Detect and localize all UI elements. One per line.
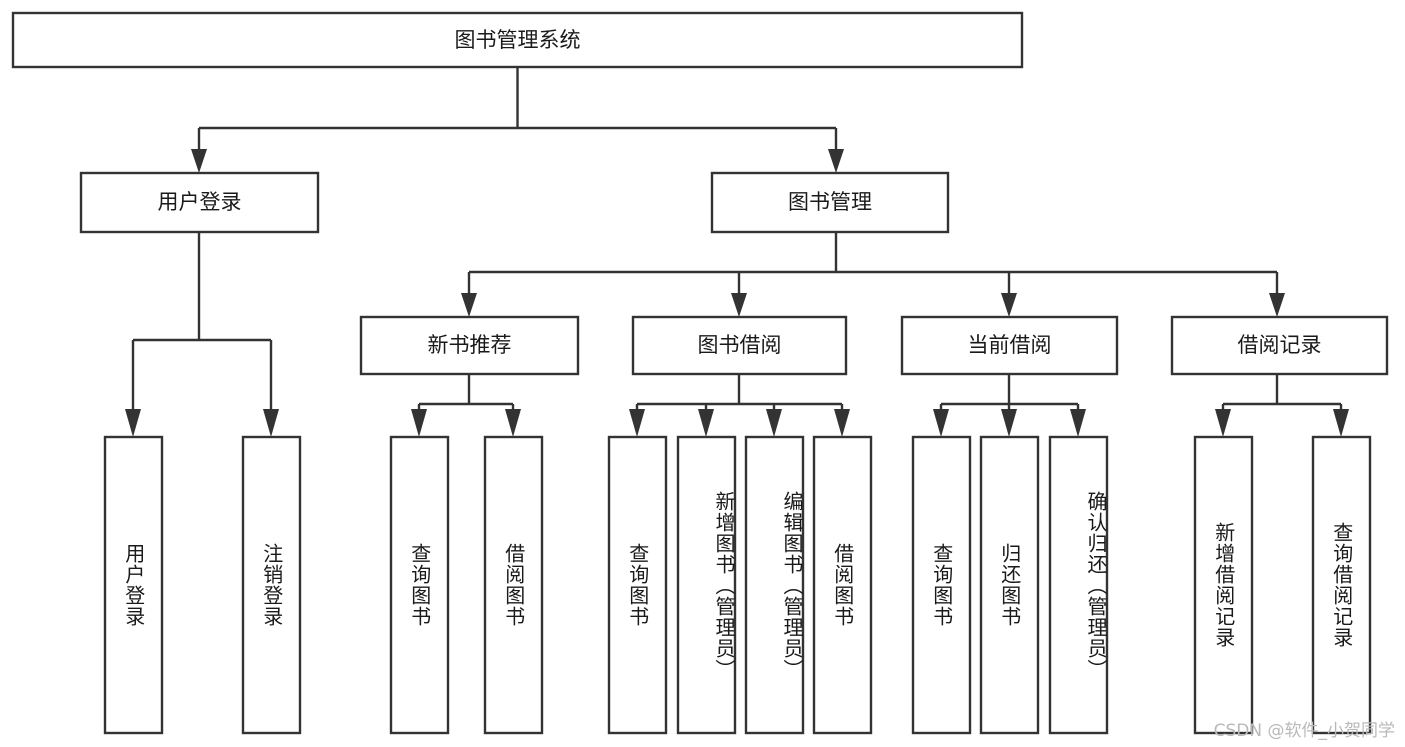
node-root-box[interactable]: [11, 11, 1024, 69]
node-leaf-borrow-book-1-box[interactable]: [483, 435, 544, 735]
connector-group: [125, 67, 1349, 437]
arrow-head-leaf-add-book: [698, 409, 714, 437]
arrow-head-leaf-edit-book: [766, 409, 782, 437]
node-borrow-record[interactable]: 借阅记录: [1170, 315, 1389, 376]
node-leaf-add-book-box[interactable]: [676, 435, 737, 735]
arrow-head-borrow-record: [1269, 293, 1285, 317]
node-leaf-logout-box[interactable]: [241, 435, 302, 735]
node-book-borrow[interactable]: 图书借阅: [631, 315, 848, 376]
arrow-head-leaf-logout: [263, 409, 279, 437]
node-root[interactable]: 图书管理系统: [11, 11, 1024, 69]
node-book-manage[interactable]: 图书管理: [710, 171, 950, 234]
arrow-head-leaf-borrow-book-1: [505, 409, 521, 437]
node-user-login-label: 用户登录: [158, 190, 242, 214]
node-user-login[interactable]: 用户登录: [79, 171, 320, 234]
node-leaf-edit-book-box[interactable]: [744, 435, 805, 735]
node-leaf-return-book-box[interactable]: [979, 435, 1040, 735]
node-current-borrow[interactable]: 当前借阅: [900, 315, 1119, 376]
node-leaf-borrow-book-2-box[interactable]: [812, 435, 873, 735]
arrow-head-new-book-recommend: [461, 293, 477, 317]
arrow-head-leaf-add-record: [1215, 409, 1231, 437]
node-new-book-recommend-label: 新书推荐: [428, 333, 512, 357]
node-leaf-query-book-1-box[interactable]: [389, 435, 450, 735]
arrow-head-book-manage: [828, 149, 844, 173]
node-leaf-confirm-return-box[interactable]: [1048, 435, 1109, 735]
node-new-book-recommend[interactable]: 新书推荐: [359, 315, 580, 376]
node-leaf-user-login-box[interactable]: [103, 435, 164, 735]
node-book-borrow-box[interactable]: [631, 315, 848, 376]
node-borrow-record-label: 借阅记录: [1238, 333, 1322, 357]
arrow-head-leaf-query-book-3: [933, 409, 949, 437]
arrow-head-leaf-user-login: [125, 409, 141, 437]
node-leaf-query-book-3-box[interactable]: [911, 435, 972, 735]
node-leaf-query-record-box[interactable]: [1311, 435, 1372, 735]
arrow-head-leaf-query-book-2: [629, 409, 645, 437]
watermark-text: CSDN @软件_小贺同学: [1213, 721, 1395, 741]
node-new-book-recommend-box[interactable]: [359, 315, 580, 376]
arrow-head-leaf-borrow-book-2: [834, 409, 850, 437]
node-leaf-query-book-2-box[interactable]: [607, 435, 668, 735]
node-leaf-add-record-box[interactable]: [1193, 435, 1254, 735]
arrow-head-book-borrow: [731, 293, 747, 317]
node-user-login-box[interactable]: [79, 171, 320, 234]
arrow-head-leaf-return-book: [1001, 409, 1017, 437]
node-current-borrow-label: 当前借阅: [968, 333, 1052, 357]
node-root-label: 图书管理系统: [455, 28, 581, 52]
arrow-head-user-login: [191, 149, 207, 173]
node-borrow-record-box[interactable]: [1170, 315, 1389, 376]
arrow-head-leaf-confirm-return: [1070, 409, 1086, 437]
arrow-head-leaf-query-book-1: [411, 409, 427, 437]
arrow-head-current-borrow: [1001, 293, 1017, 317]
arrow-head-leaf-query-record: [1333, 409, 1349, 437]
node-book-manage-box[interactable]: [710, 171, 950, 234]
node-current-borrow-box[interactable]: [900, 315, 1119, 376]
node-book-borrow-label: 图书借阅: [698, 333, 782, 357]
node-book-manage-label: 图书管理: [788, 190, 872, 214]
